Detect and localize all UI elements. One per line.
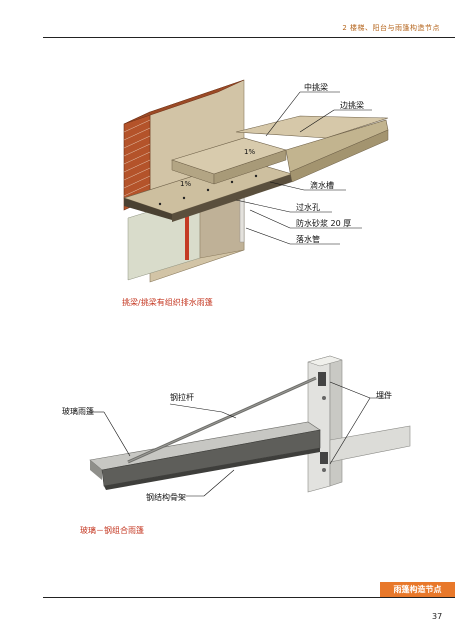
figure2-caption: 玻璃－钢组合雨篷: [80, 526, 144, 535]
figure1-drawing: [123, 79, 389, 283]
label-slope-2: 1%: [180, 180, 192, 188]
label-edge-beam: 边挑梁: [340, 101, 364, 110]
label-steel-frame: 钢结构骨架: [146, 493, 186, 502]
brick-joints: [123, 119, 151, 197]
label-glass-canopy: 玻璃雨篷: [62, 407, 94, 416]
header-rule: [43, 37, 455, 38]
drain-holes: [158, 174, 258, 206]
label-slope-1: 1%: [244, 148, 256, 156]
edge-beam: [235, 115, 389, 139]
label-steel-rod: 钢拉杆: [170, 393, 194, 402]
label-drain-hole: 过水孔: [296, 203, 320, 212]
label-embedded-part: 埋件: [376, 391, 392, 400]
label-downpipe: 落水管: [296, 235, 320, 244]
header-text: 2 楼梯、阳台与雨篷构造节点: [342, 24, 440, 32]
page-number: 37: [432, 612, 443, 621]
section-badge: 雨篷构造节点: [380, 582, 455, 597]
downpipe-bar: [185, 212, 189, 260]
footer-rule: [43, 597, 455, 598]
label-waterproof: 防水砂浆 20 厚: [296, 219, 352, 228]
figure2-drawing: [88, 355, 411, 497]
label-gutter: 滴水槽: [310, 181, 334, 190]
label-middle-beam: 中挑梁: [304, 83, 328, 92]
wall-beam: [329, 425, 411, 463]
figure1-caption: 挑梁/挑梁有组织排水雨篷: [122, 298, 213, 307]
